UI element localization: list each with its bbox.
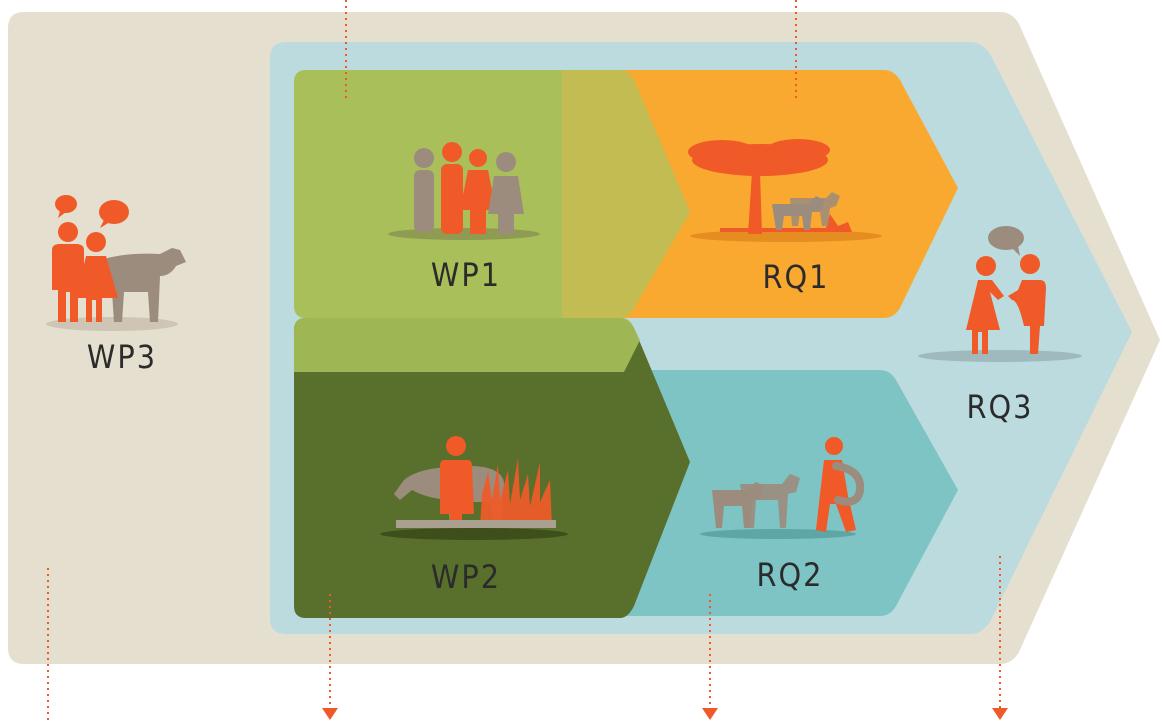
- arrowheads: [322, 708, 1008, 720]
- two-people-conversation-icon: [918, 226, 1082, 362]
- wp2-label: WP2: [431, 558, 501, 596]
- wp3-label: WP3: [87, 338, 157, 376]
- wp2-arrowhead-icon: [322, 708, 338, 720]
- woman-grazing-cow-icon: [380, 436, 568, 540]
- people-talking-with-cow-icon: [46, 195, 186, 331]
- rq3-arrowhead-icon: [992, 708, 1008, 720]
- wp1-rq1-overlap: [562, 70, 690, 318]
- acacia-tree-goats-icon: [688, 139, 882, 242]
- wp1-wp2-overlap: [294, 318, 640, 372]
- rq1-label: RQ1: [763, 258, 830, 296]
- man-herding-goats-icon: [700, 437, 865, 539]
- wp1-label: WP1: [431, 256, 501, 294]
- family-group-icon: [388, 142, 540, 240]
- rq2-label: RQ2: [757, 556, 824, 594]
- wp2-chevron: [294, 318, 690, 618]
- rq2-arrowhead-icon: [702, 708, 718, 720]
- rq1-chevron: [576, 70, 958, 318]
- rq3-label: RQ3: [967, 388, 1034, 426]
- dotted-connectors: [47, 0, 1001, 724]
